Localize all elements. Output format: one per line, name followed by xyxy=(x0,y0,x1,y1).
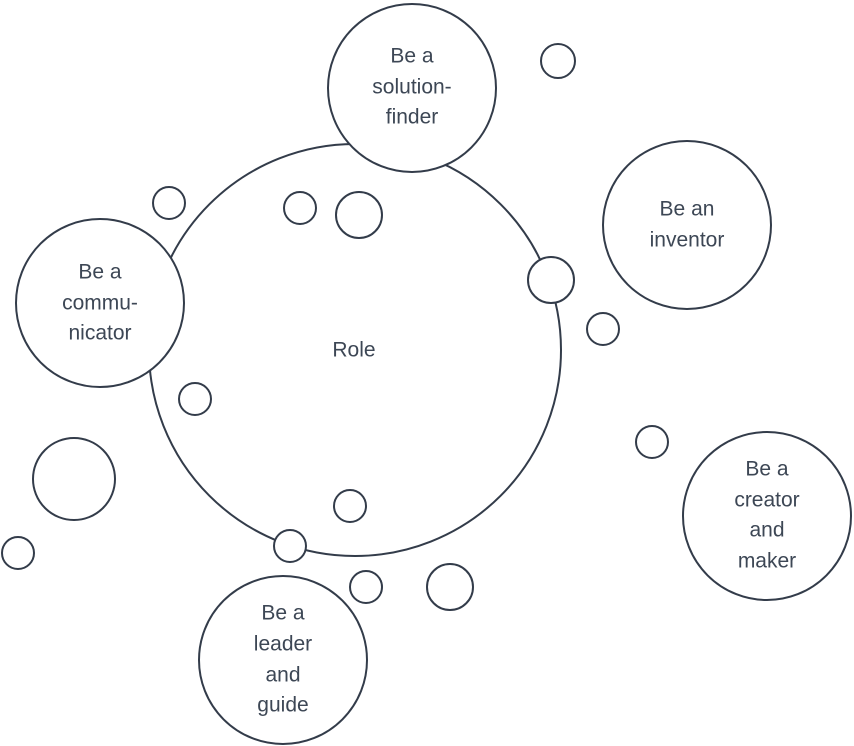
bubble xyxy=(273,529,307,563)
bubble xyxy=(333,489,367,523)
bubble xyxy=(527,256,575,304)
role-creator-maker: Be a creator and maker xyxy=(682,431,852,601)
bubble xyxy=(152,186,186,220)
role-inventor-line-2: inventor xyxy=(650,229,725,252)
role-leader-guide-line-4: guide xyxy=(257,694,308,717)
role-creator-maker-line-3: and xyxy=(749,519,784,542)
role-creator-maker-line-1: Be a xyxy=(745,458,789,481)
role-leader-guide-line-1: Be a xyxy=(261,602,305,625)
bubble xyxy=(540,43,576,79)
role-communicator: Be a commu- nicator xyxy=(15,218,185,388)
decorative-bubbles xyxy=(1,43,669,611)
role-solution-finder-line-2: solution- xyxy=(372,76,451,99)
role-leader-guide-line-3: and xyxy=(265,664,300,687)
bubble xyxy=(349,570,383,604)
role-inventor-line-1: Be an xyxy=(660,198,715,221)
role-leader-guide: Be a leader and guide xyxy=(198,575,368,745)
role-solution-finder-line-1: Be a xyxy=(390,45,434,68)
bubble xyxy=(635,425,669,459)
bubble xyxy=(586,312,620,346)
bubble xyxy=(283,191,317,225)
role-creator-maker-line-4: maker xyxy=(738,550,796,573)
bubble xyxy=(32,437,116,521)
bubble xyxy=(426,563,474,611)
bubble xyxy=(1,536,35,570)
role-creator-maker-line-2: creator xyxy=(734,489,799,512)
role-leader-guide-line-2: leader xyxy=(254,633,312,656)
role-communicator-line-1: Be a xyxy=(78,261,122,284)
role-communicator-line-3: nicator xyxy=(68,322,131,345)
role-communicator-line-2: commu- xyxy=(62,292,138,315)
central-role-label: Role xyxy=(332,339,375,362)
role-inventor: Be an inventor xyxy=(602,140,772,310)
role-solution-finder: Be a solution- finder xyxy=(327,3,497,173)
bubble xyxy=(335,191,383,239)
role-solution-finder-line-3: finder xyxy=(386,106,439,129)
bubble xyxy=(178,382,212,416)
